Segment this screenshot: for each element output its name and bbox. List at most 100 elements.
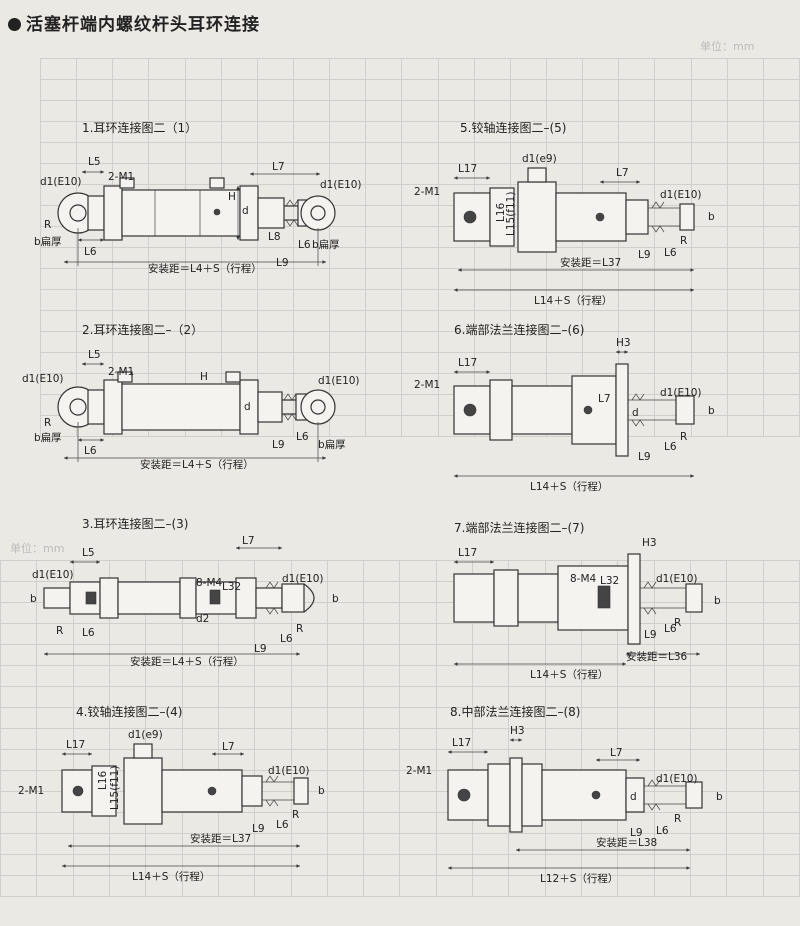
diagram-7: 7.端部法兰连接图二–(7) L17 H3 8-M4 L32 d1(E10) R… xyxy=(453,520,721,681)
label-l17: L17 xyxy=(66,739,85,751)
front-cap xyxy=(625,199,649,235)
rear-cap xyxy=(99,577,119,619)
label-b: b xyxy=(714,595,721,607)
label-l6: L6 xyxy=(664,623,677,635)
label-d: d xyxy=(630,791,637,803)
label-rb: R xyxy=(296,623,303,635)
label-install: 安装距＝L36 xyxy=(626,650,688,663)
label-d2: d2 xyxy=(196,613,209,625)
port-hole xyxy=(207,786,217,796)
collar xyxy=(493,569,519,627)
label-l9: L9 xyxy=(638,249,651,261)
label-h: H xyxy=(228,191,236,203)
end-flange xyxy=(615,363,629,457)
collar xyxy=(489,379,513,441)
port-hole xyxy=(463,210,477,224)
label-l7: L7 xyxy=(272,161,285,173)
diagram-5: 5.铰轴连接图二–(5) d1(e9) L17 2-M1 L7 L16 L15(… xyxy=(414,120,715,307)
label-l15: L15(f11) xyxy=(505,192,517,236)
label-install: 安装距＝L4＋S（行程） xyxy=(148,262,262,275)
label-h3: H3 xyxy=(510,725,525,737)
label-m1: 2-M1 xyxy=(406,765,432,777)
label-l17: L17 xyxy=(458,357,477,369)
port-front xyxy=(209,177,225,189)
trunnion-pin xyxy=(527,167,547,183)
right-eye-hole xyxy=(310,399,326,415)
rod-thread xyxy=(262,775,304,807)
label-install: 安装距＝L4＋S（行程） xyxy=(140,458,254,471)
page-title: 活塞杆端内螺纹杆头耳环连接 xyxy=(8,10,260,35)
label-l7: L7 xyxy=(222,741,235,753)
label-d1e9: d1(e9) xyxy=(128,729,163,741)
bolt-hole xyxy=(213,208,221,216)
label-l6: L6 xyxy=(664,247,677,259)
label-d1-right: d1(E10) xyxy=(268,765,310,777)
rod-eye-arc xyxy=(303,583,315,613)
label-l32: L32 xyxy=(222,581,241,593)
diagram-1-caption: 1.耳环连接图二（1） xyxy=(82,120,197,135)
left-clevis-block xyxy=(87,195,105,231)
label-bb: b xyxy=(332,593,339,605)
label-l6: L6 xyxy=(664,441,677,453)
label-d1-left: d1(E10) xyxy=(32,569,74,581)
right-eye-ring xyxy=(300,389,336,425)
front-housing xyxy=(557,565,629,631)
label-r: R xyxy=(44,417,51,429)
label-m4: 8-M4 xyxy=(570,573,597,585)
center-flange xyxy=(509,757,523,833)
diagram-3-caption: 3.耳环连接图二–(3) xyxy=(82,516,188,531)
rod-end xyxy=(281,583,305,613)
diagram-8-caption: 8.中部法兰连接图二–(8) xyxy=(450,704,580,719)
label-install: 安装距＝L37 xyxy=(190,832,251,845)
rod-end xyxy=(675,395,695,425)
label-l16: L16 xyxy=(495,202,507,222)
label-total: L12＋S（行程） xyxy=(540,872,618,885)
label-l6: L6 xyxy=(84,445,97,457)
rod-thread xyxy=(265,581,279,615)
label-r: R xyxy=(674,813,681,825)
gland xyxy=(257,197,285,229)
label-r: R xyxy=(680,235,687,247)
rear-cap xyxy=(103,379,123,435)
bolt-pattern xyxy=(597,585,611,609)
label-l6b: L6 xyxy=(296,431,309,443)
bolt-pattern xyxy=(209,589,221,605)
label-install: 安装距＝L37 xyxy=(560,256,621,269)
cylinder-barrel xyxy=(511,385,573,435)
label-b-flat-right: b扁厚 xyxy=(318,438,346,451)
rod-thread xyxy=(644,779,690,811)
bolt-pattern xyxy=(85,591,97,605)
rod-thread xyxy=(648,201,690,233)
label-l7: L7 xyxy=(610,747,623,759)
label-l16: L16 xyxy=(97,770,109,790)
label-d1-right: d1(E10) xyxy=(656,773,698,785)
label-l6b: L6 xyxy=(298,239,311,251)
port-rear xyxy=(119,177,135,189)
flange-ring xyxy=(179,577,197,619)
label-l7: L7 xyxy=(598,393,611,405)
label-l7: L7 xyxy=(616,167,629,179)
rear-rod-stub xyxy=(43,587,71,609)
label-l17: L17 xyxy=(458,547,477,559)
label-b: b xyxy=(318,785,325,797)
label-l8: L8 xyxy=(268,231,281,243)
label-b: b xyxy=(708,211,715,223)
label-total: L14＋S（行程） xyxy=(534,294,612,307)
port-hole xyxy=(463,403,477,417)
label-total: L14＋S（行程） xyxy=(132,870,210,883)
cylinder-barrel xyxy=(161,769,243,813)
label-total: L14＋S（行程） xyxy=(530,668,608,681)
bullet-icon xyxy=(8,18,21,31)
diagram-3: 3.耳环连接图二–(3) L5 L7 d1(E10) d1(E10) b R L… xyxy=(30,516,339,668)
port-front xyxy=(225,371,241,383)
port-hole xyxy=(591,790,601,800)
label-l17: L17 xyxy=(452,737,471,749)
front-housing xyxy=(571,375,617,445)
label-l9: L9 xyxy=(254,643,267,655)
gland xyxy=(257,391,283,423)
unit-label-bottom: 单位：mm xyxy=(10,542,65,555)
rod-thread xyxy=(640,581,688,615)
collar xyxy=(521,763,543,827)
diagram-2: 2.耳环连接图二–（2） L5 2-M1 d1(E10) d1(E10) R b… xyxy=(22,322,360,471)
rear-cap xyxy=(453,573,495,623)
